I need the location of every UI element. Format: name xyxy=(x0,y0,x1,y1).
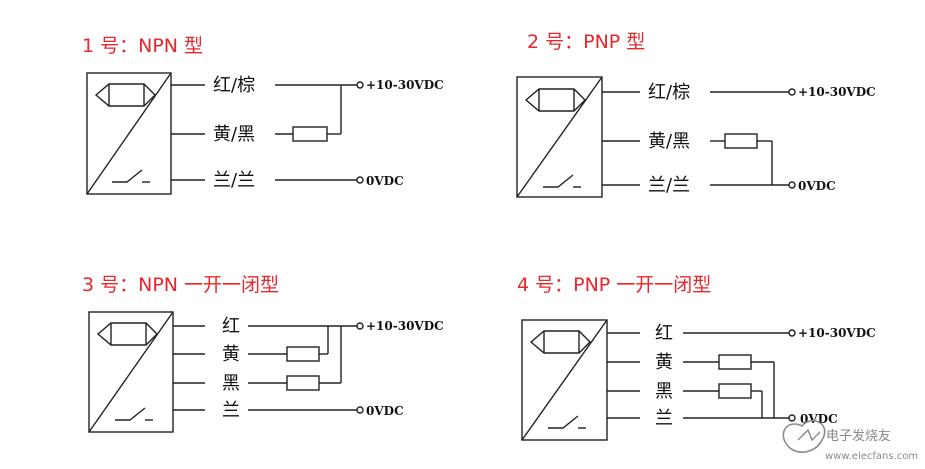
diagram-4-load-box-2 xyxy=(718,383,752,399)
diagram-2-sensor-body xyxy=(516,76,603,198)
diagram-2-ground-label: 0VDC xyxy=(798,179,836,193)
diagram-3-ground-terminal xyxy=(356,406,364,414)
diagram-1-npn: 1 号：NPN 型 红/棕 黄/黑 兰/兰 +10-30VDC 0V xyxy=(82,35,444,195)
diagram-4-wire-3: 黑 xyxy=(655,381,673,402)
diagram-4-sensor-body xyxy=(521,319,608,441)
diagram-4-supply-label: +10-30VDC xyxy=(798,326,876,340)
diagram-1-wires xyxy=(171,81,364,184)
elecfans-logo-icon xyxy=(782,420,826,453)
diagram-1-wire-1: 红/棕 xyxy=(213,75,255,96)
diagram-2-wire-3: 兰/兰 xyxy=(648,175,690,196)
diagram-3-load-box-1 xyxy=(286,346,320,362)
diagram-3-wire-1: 红 xyxy=(222,316,240,337)
diagram-3-wires xyxy=(173,322,364,414)
diagram-4-supply-terminal xyxy=(788,329,796,337)
diagram-4-title: 4 号：PNP 一开一闭型 xyxy=(517,274,711,296)
diagram-2-supply-terminal xyxy=(788,88,796,96)
diagram-4-wire-1: 红 xyxy=(655,323,673,344)
watermark: 电子发烧友 www.elecfans.com xyxy=(782,420,918,462)
diagram-2-title: 2 号：PNP 型 xyxy=(527,31,645,53)
watermark-name: 电子发烧友 xyxy=(826,428,891,444)
diagram-2-pnp: 2 号：PNP 型 红/棕 黄/黑 兰/兰 +10-30VDC 0V xyxy=(516,31,876,198)
diagram-1-wire-3: 兰/兰 xyxy=(213,170,255,191)
diagram-2-wires xyxy=(602,88,796,189)
diagram-1-ground-label: 0VDC xyxy=(366,174,404,188)
diagram-4-wire-4: 兰 xyxy=(655,408,673,429)
diagram-2-ground-terminal xyxy=(788,181,796,189)
diagram-1-supply-terminal xyxy=(356,81,364,89)
watermark-url: www.elecfans.com xyxy=(825,451,918,462)
diagram-4-ground-label: 0VDC xyxy=(800,412,838,426)
diagram-2-load-box xyxy=(724,133,758,149)
diagram-1-load-box xyxy=(292,126,328,142)
diagram-3-title: 3 号：NPN 一开一闭型 xyxy=(82,274,279,296)
diagram-2-wire-1: 红/棕 xyxy=(648,82,690,103)
diagram-3-npn-no-nc: 3 号：NPN 一开一闭型 红 xyxy=(82,274,444,433)
diagram-4-wires xyxy=(607,329,796,422)
diagram-3-ground-label: 0VDC xyxy=(366,404,404,418)
diagram-1-supply-label: +10-30VDC xyxy=(366,78,444,92)
diagram-3-wire-4: 兰 xyxy=(222,400,240,421)
diagram-1-ground-terminal xyxy=(356,176,364,184)
diagram-1-wire-2: 黄/黑 xyxy=(213,124,255,145)
diagram-2-wire-2: 黄/黑 xyxy=(648,131,690,152)
diagram-3-wire-2: 黄 xyxy=(222,344,240,365)
diagram-4-load-box-1 xyxy=(718,354,752,370)
diagram-4-pnp-no-nc: 4 号：PNP 一开一闭型 红 xyxy=(517,274,876,441)
diagram-3-load-box-2 xyxy=(286,375,320,391)
diagram-3-wire-3: 黑 xyxy=(222,373,240,394)
diagram-1-title: 1 号：NPN 型 xyxy=(82,35,203,57)
diagram-2-supply-label: +10-30VDC xyxy=(798,85,876,99)
diagram-4-wire-2: 黄 xyxy=(655,352,673,373)
diagram-1-sensor-body xyxy=(86,72,172,195)
diagram-4-ground-terminal xyxy=(788,414,796,422)
diagram-3-supply-label: +10-30VDC xyxy=(366,319,444,333)
diagram-3-supply-terminal xyxy=(356,322,364,330)
diagram-3-sensor-body xyxy=(88,311,174,433)
